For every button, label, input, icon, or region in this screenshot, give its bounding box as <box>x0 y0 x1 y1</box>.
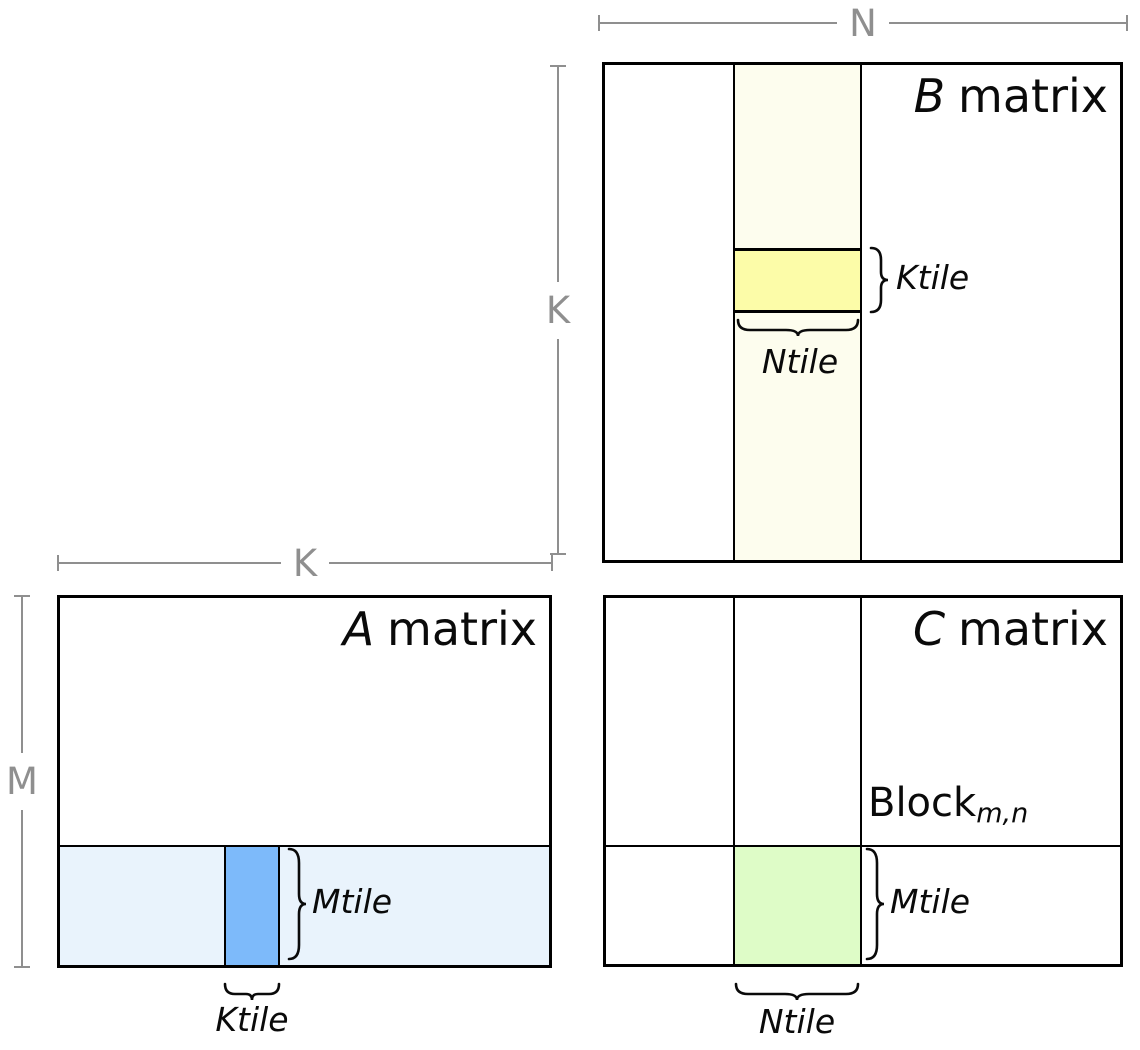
c-mtile-label: Mtile <box>890 882 971 921</box>
c-mtile-brace <box>864 847 886 961</box>
b-matrix-word: matrix <box>958 69 1108 123</box>
a-mtile-ktile-block <box>224 845 280 965</box>
dimension-tick <box>598 15 600 31</box>
k-dimension-label-horizontal: K <box>292 541 318 585</box>
m-dimension-label: M <box>6 760 38 803</box>
n-dimension-label: N <box>849 1 877 45</box>
dimension-tick <box>551 555 554 571</box>
dimension-line-segment <box>329 562 552 564</box>
c-row-line <box>606 845 1120 847</box>
block-mn-label: Blockm,n <box>868 780 1028 829</box>
b-ktile-label: Ktile <box>896 258 970 297</box>
a-ktile-underbrace <box>223 982 281 1002</box>
dimension-tick <box>550 553 566 555</box>
dimension-line-segment <box>888 22 1126 24</box>
m-dimension-line: M <box>4 595 40 968</box>
k-dimension-line-horizontal: K <box>57 541 554 585</box>
k-dimension-label-vertical: K <box>545 288 571 332</box>
dimension-tick <box>57 555 59 571</box>
a-mtile-label: Mtile <box>312 882 393 921</box>
dimension-line-segment <box>557 67 559 282</box>
dimension-line-segment <box>600 22 838 24</box>
dimension-tick <box>14 595 30 597</box>
dimension-tick <box>550 65 566 67</box>
dimension-line-segment <box>59 562 281 564</box>
dimension-tick <box>14 966 30 968</box>
c-ntile-label: Ntile <box>758 1002 836 1041</box>
dimension-tick <box>1126 15 1128 31</box>
c-column-line-left <box>733 598 735 964</box>
b-ktile-ntile-block <box>733 248 862 313</box>
k-dimension-line-vertical: K <box>540 65 576 555</box>
n-dimension-line: N <box>598 1 1128 45</box>
c-column-line-right <box>860 598 862 964</box>
b-ntile-label: Ntile <box>761 342 839 381</box>
c-mtile-ntile-block <box>733 845 862 964</box>
a-mtile-brace <box>286 847 308 961</box>
dimension-line-segment <box>557 338 559 553</box>
c-matrix-letter: C <box>913 602 946 656</box>
a-matrix-letter: A <box>342 602 375 656</box>
a-matrix-word: matrix <box>387 602 537 656</box>
c-matrix-word: matrix <box>958 602 1108 656</box>
block-mn-subscript: m,n <box>976 797 1029 829</box>
b-matrix-letter: B <box>913 69 946 123</box>
b-ktile-brace <box>868 246 890 314</box>
c-ntile-underbrace <box>734 982 860 1002</box>
block-mn-base: Block <box>868 780 977 826</box>
b-ntile-underbrace <box>736 318 860 338</box>
dimension-line-segment <box>21 810 23 966</box>
a-ktile-label: Ktile <box>215 1000 289 1039</box>
dimension-line-segment <box>21 597 23 753</box>
